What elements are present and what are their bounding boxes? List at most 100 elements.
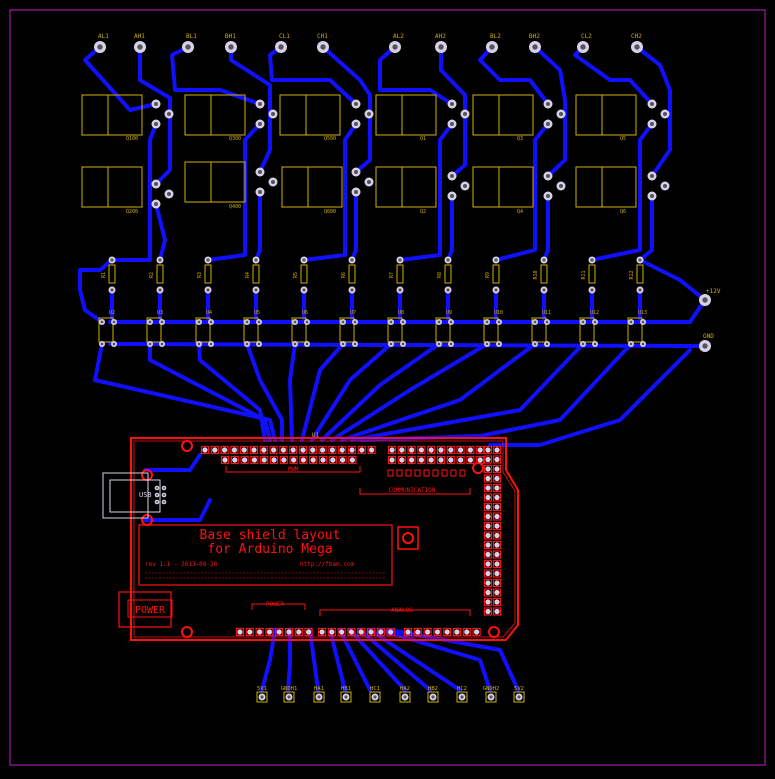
mosfet-label-q1: Q1 bbox=[420, 136, 426, 142]
opto-pin-hole bbox=[437, 342, 441, 346]
resistor-body-r10 bbox=[540, 264, 548, 284]
header-pwm-bottom-pin bbox=[261, 457, 267, 463]
header-digital-frame bbox=[492, 597, 502, 607]
trace bbox=[378, 45, 454, 106]
opto-pin-hole bbox=[148, 320, 152, 324]
header-digital-pin bbox=[485, 551, 491, 558]
mosfet-pin-hole bbox=[649, 173, 655, 179]
header-pwm-bottom-pin bbox=[281, 457, 287, 463]
bottom-pad-label-hb1: HB1 bbox=[341, 686, 351, 692]
header-pwm-top-frame bbox=[357, 445, 366, 455]
resistor-body-r11 bbox=[588, 264, 596, 284]
opto-pin-hole bbox=[629, 320, 633, 324]
header-comm-top-frame bbox=[466, 445, 475, 455]
opto-pin-hole bbox=[485, 320, 489, 324]
bottom-pad-frame-ha2 bbox=[399, 691, 411, 703]
mounting-hole bbox=[181, 440, 193, 452]
resistor-pin-hole bbox=[302, 288, 306, 292]
opto-pin-hole bbox=[197, 342, 201, 346]
top-pad-ch1-hole bbox=[320, 44, 326, 50]
trace bbox=[478, 45, 550, 106]
header-comm-bottom-frame bbox=[417, 455, 426, 465]
top-pad-bh2-hole bbox=[532, 44, 538, 50]
header-digital-pin bbox=[494, 561, 500, 567]
header-power-pin bbox=[266, 629, 272, 635]
opto-pin-hole bbox=[305, 320, 309, 324]
smd-mark bbox=[405, 469, 412, 477]
resistor-pin-hole bbox=[158, 288, 162, 292]
mosfet-label-q4: Q4 bbox=[517, 209, 523, 215]
header-digital-pin bbox=[494, 485, 500, 491]
header-analog-b-pin bbox=[434, 629, 440, 635]
opto-pin-hole bbox=[401, 342, 405, 346]
bracket-power bbox=[251, 603, 306, 610]
trace bbox=[638, 258, 707, 302]
mosfet-pin-hole bbox=[662, 183, 668, 189]
header-comm-top-frame bbox=[417, 445, 426, 455]
header-digital-pin bbox=[485, 447, 491, 453]
mosfet-pin-hole bbox=[353, 169, 359, 175]
header-analog-b-frame bbox=[472, 627, 481, 637]
header-pwm-bottom-frame bbox=[230, 455, 239, 465]
trace bbox=[446, 194, 454, 262]
header-analog-a-frame bbox=[337, 627, 346, 637]
resistor-label-r8: R8 bbox=[437, 272, 443, 278]
shield-outline-inner bbox=[133, 440, 516, 638]
mosfet-label-q100: Q100 bbox=[126, 136, 138, 142]
mosfet-pin-hole bbox=[462, 183, 468, 189]
usb-pin-hole bbox=[155, 500, 159, 504]
top-pad-label-al1: AL1 bbox=[98, 33, 109, 40]
header-pwm-bottom-pin bbox=[291, 457, 297, 463]
resistor-pin-hole bbox=[206, 288, 210, 292]
resistor-pin-hole bbox=[254, 288, 258, 292]
resistor-label-r6: R6 bbox=[341, 272, 347, 278]
resistor-pin-hole bbox=[110, 288, 114, 292]
mosfet-pin-hole bbox=[257, 101, 263, 107]
trace bbox=[533, 45, 567, 178]
top-pad-ah2-hole bbox=[438, 44, 444, 50]
header-digital-frame bbox=[483, 597, 493, 607]
header-analog-a-frame bbox=[386, 627, 395, 637]
header-comm-top-pin bbox=[477, 447, 483, 453]
header-digital-frame bbox=[492, 521, 502, 531]
top-pad-label-bh1: BH1 bbox=[225, 33, 236, 40]
opto-label-u12: U12 bbox=[590, 310, 599, 316]
trace bbox=[350, 190, 358, 262]
opto-pin-hole bbox=[593, 342, 597, 346]
opto-body-u3 bbox=[146, 317, 162, 343]
mosfet-label-q5: Q5 bbox=[620, 136, 626, 142]
header-digital-frame bbox=[483, 531, 493, 540]
usb-label: USB bbox=[139, 491, 152, 499]
header-pwm-bottom-pin bbox=[349, 457, 355, 463]
trace bbox=[143, 498, 212, 522]
pad-plus12v-hole bbox=[702, 297, 708, 303]
opto-label-u3: U3 bbox=[157, 310, 163, 316]
header-label-comm: COMMUNICATION bbox=[389, 487, 436, 494]
opto-pin-hole bbox=[148, 342, 152, 346]
trace bbox=[138, 45, 172, 186]
opto-pin-hole bbox=[641, 342, 645, 346]
header-pwm-bottom-frame bbox=[299, 455, 308, 465]
header-power-frame bbox=[245, 627, 254, 637]
header-digital-frame bbox=[483, 512, 493, 521]
bottom-pad-ha2-hole bbox=[403, 695, 407, 699]
opto-label-u9: U9 bbox=[446, 310, 452, 316]
header-digital-pin bbox=[485, 542, 491, 548]
top-pad-label-ah2: AH2 bbox=[435, 33, 446, 40]
header-digital-frame bbox=[483, 569, 493, 578]
header-digital-pin bbox=[494, 523, 500, 529]
header-pwm-bottom-frame bbox=[269, 455, 279, 465]
resistor-body-r9 bbox=[492, 264, 500, 284]
header-digital-frame bbox=[492, 531, 502, 540]
resistor-pin-hole bbox=[398, 258, 402, 262]
resistor-body-r1 bbox=[108, 264, 116, 284]
pad-label-plus12v: +12V bbox=[706, 288, 721, 295]
resistor-body-r3 bbox=[204, 264, 212, 284]
header-digital-pin bbox=[485, 466, 491, 472]
opto-pin-hole bbox=[533, 342, 537, 346]
top-pad-label-bh2: BH2 bbox=[529, 33, 540, 40]
bottom-pad-label-5v1: 5V1 bbox=[257, 686, 267, 692]
shield-outline bbox=[130, 437, 519, 641]
header-pwm-top-pin bbox=[300, 447, 306, 453]
